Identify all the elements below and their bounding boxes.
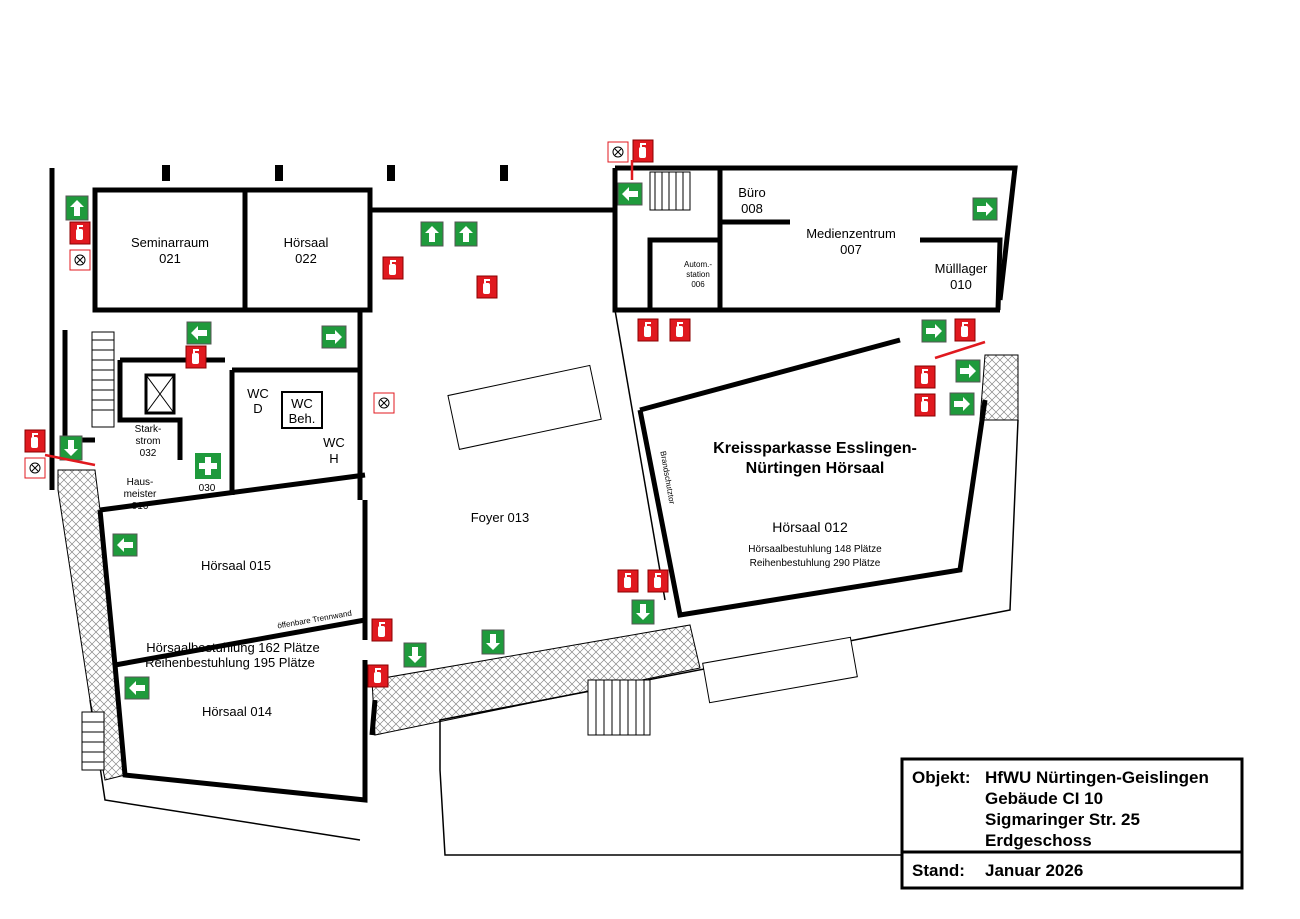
elevator: [144, 373, 176, 415]
room-foyer-name: Foyer 013: [471, 510, 530, 525]
room-wc-d-line2: D: [253, 401, 262, 416]
room-wc-beh-line2: Beh.: [289, 411, 316, 426]
status-label: Stand:: [912, 861, 965, 880]
room-automstation-line1: Autom.-: [684, 260, 712, 269]
exit-right-icon: [972, 197, 998, 221]
hoersaal-012-seating2: Reihenbestuhlung 290 Plätze: [750, 558, 881, 569]
walls: [49, 165, 1240, 856]
object-line-3: Sigmaringer Str. 25: [985, 810, 1140, 829]
fire-extinguisher-icon: [382, 256, 404, 280]
fire-alarm-icon: [69, 249, 91, 271]
hoersaal-012-seating1: Hörsaalbestuhlung 148 Plätze: [748, 544, 882, 555]
exit-right-icon: [321, 325, 347, 349]
room-022-name: Hörsaal: [284, 235, 329, 250]
fire-extinguisher-icon: [669, 318, 691, 342]
sign-pointers: [44, 160, 986, 467]
room-starkstrom-number: 032: [140, 448, 157, 459]
room-muelllager-name: Mülllager: [935, 261, 988, 276]
fire-extinguisher-icon: [637, 318, 659, 342]
hoersaal-014-name: Hörsaal 014: [202, 704, 272, 719]
room-automstation-number: 006: [691, 280, 705, 289]
object-line-2: Gebäude CI 10: [985, 789, 1103, 808]
exit-left-icon: [124, 676, 150, 700]
fire-alarm-icon: [24, 457, 46, 479]
pillars: [162, 165, 508, 181]
fire-extinguisher-icon: [914, 393, 936, 417]
room-wc-h-line1: WC: [323, 435, 345, 450]
fire-extinguisher-icon: [647, 569, 669, 593]
fire-extinguisher-icon: [476, 275, 498, 299]
exit-right-icon: [921, 319, 947, 343]
stairs: [81, 171, 858, 771]
fire-extinguisher-icon: [185, 345, 207, 369]
exit-right-icon: [949, 392, 975, 416]
hoersaal-012-name: Hörsaal 012: [772, 519, 848, 535]
fire-alarm-icon: [373, 392, 395, 414]
exit-right-icon: [955, 359, 981, 383]
object-label: Objekt:: [912, 768, 971, 787]
fire-extinguisher-icon: [632, 139, 654, 163]
room-030-number: 030: [199, 483, 216, 494]
exit-up-icon: [420, 221, 444, 247]
exit-left-icon: [112, 533, 138, 557]
room-seminarraum-name: Seminarraum: [131, 235, 209, 250]
room-wc-d-line1: WC: [247, 386, 269, 401]
fire-extinguisher-icon: [367, 664, 389, 688]
room-starkstrom-line1: Stark-: [135, 424, 162, 435]
hatched-corridors: [57, 354, 1019, 781]
room-medienzentrum-name: Medienzentrum: [806, 226, 896, 241]
exit-down-icon: [403, 642, 427, 668]
room-buero-name: Büro: [738, 185, 765, 200]
title-block: Objekt: HfWU Nürtingen-Geislingen Gebäud…: [900, 757, 1244, 890]
exit-left-icon: [186, 321, 212, 345]
exit-down-icon: [481, 629, 505, 655]
room-022-number: 022: [295, 251, 317, 266]
hoersaal-012-title-line1: Kreissparkasse Esslingen-: [713, 440, 917, 457]
status-value: Januar 2026: [985, 861, 1083, 880]
room-seminarraum-number: 021: [159, 251, 181, 266]
room-wc-h-line2: H: [329, 451, 338, 466]
room-starkstrom-line2: strom: [136, 436, 161, 447]
fire-extinguisher-icon: [69, 221, 91, 245]
room-hausmeister-line1: Haus-: [127, 477, 154, 488]
combined-seating1: Hörsaalbestuhlung 162 Plätze: [146, 640, 319, 655]
hoersaal-012-title-line2: Nürtingen Hörsaal: [746, 460, 885, 477]
exit-up-icon: [65, 195, 89, 221]
room-automstation-line2: station: [686, 270, 710, 279]
fire-alarm-icon: [607, 141, 629, 163]
exit-up-icon: [454, 221, 478, 247]
fire-extinguisher-icon: [914, 365, 936, 389]
room-labels: Seminarraum 021 Hörsaal 022 Büro 008 Med…: [124, 185, 988, 719]
stair-treads: [82, 172, 684, 763]
exit-down-icon: [59, 435, 83, 461]
room-wc-beh-line1: WC: [291, 396, 313, 411]
object-line-1: HfWU Nürtingen-Geislingen: [985, 768, 1209, 787]
hoersaal-015-name: Hörsaal 015: [201, 558, 271, 573]
combined-seating2: Reihenbestuhlung 195 Plätze: [145, 655, 315, 670]
fire-extinguisher-icon: [371, 618, 393, 642]
fire-extinguisher-icon: [24, 429, 46, 453]
room-buero-number: 008: [741, 201, 763, 216]
fire-door-label: Brandschutztor: [658, 450, 676, 505]
first-aid-icon: [195, 453, 221, 479]
room-hausmeister-number: 016: [132, 501, 149, 512]
exit-down-icon: [631, 599, 655, 625]
fire-extinguisher-icon: [617, 569, 639, 593]
room-hausmeister-line2: meister: [124, 489, 157, 500]
exit-left-icon: [617, 182, 643, 206]
object-line-4: Erdgeschoss: [985, 831, 1092, 850]
room-muelllager-number: 010: [950, 277, 972, 292]
room-medienzentrum-number: 007: [840, 242, 862, 257]
fire-extinguisher-icon: [954, 318, 976, 342]
